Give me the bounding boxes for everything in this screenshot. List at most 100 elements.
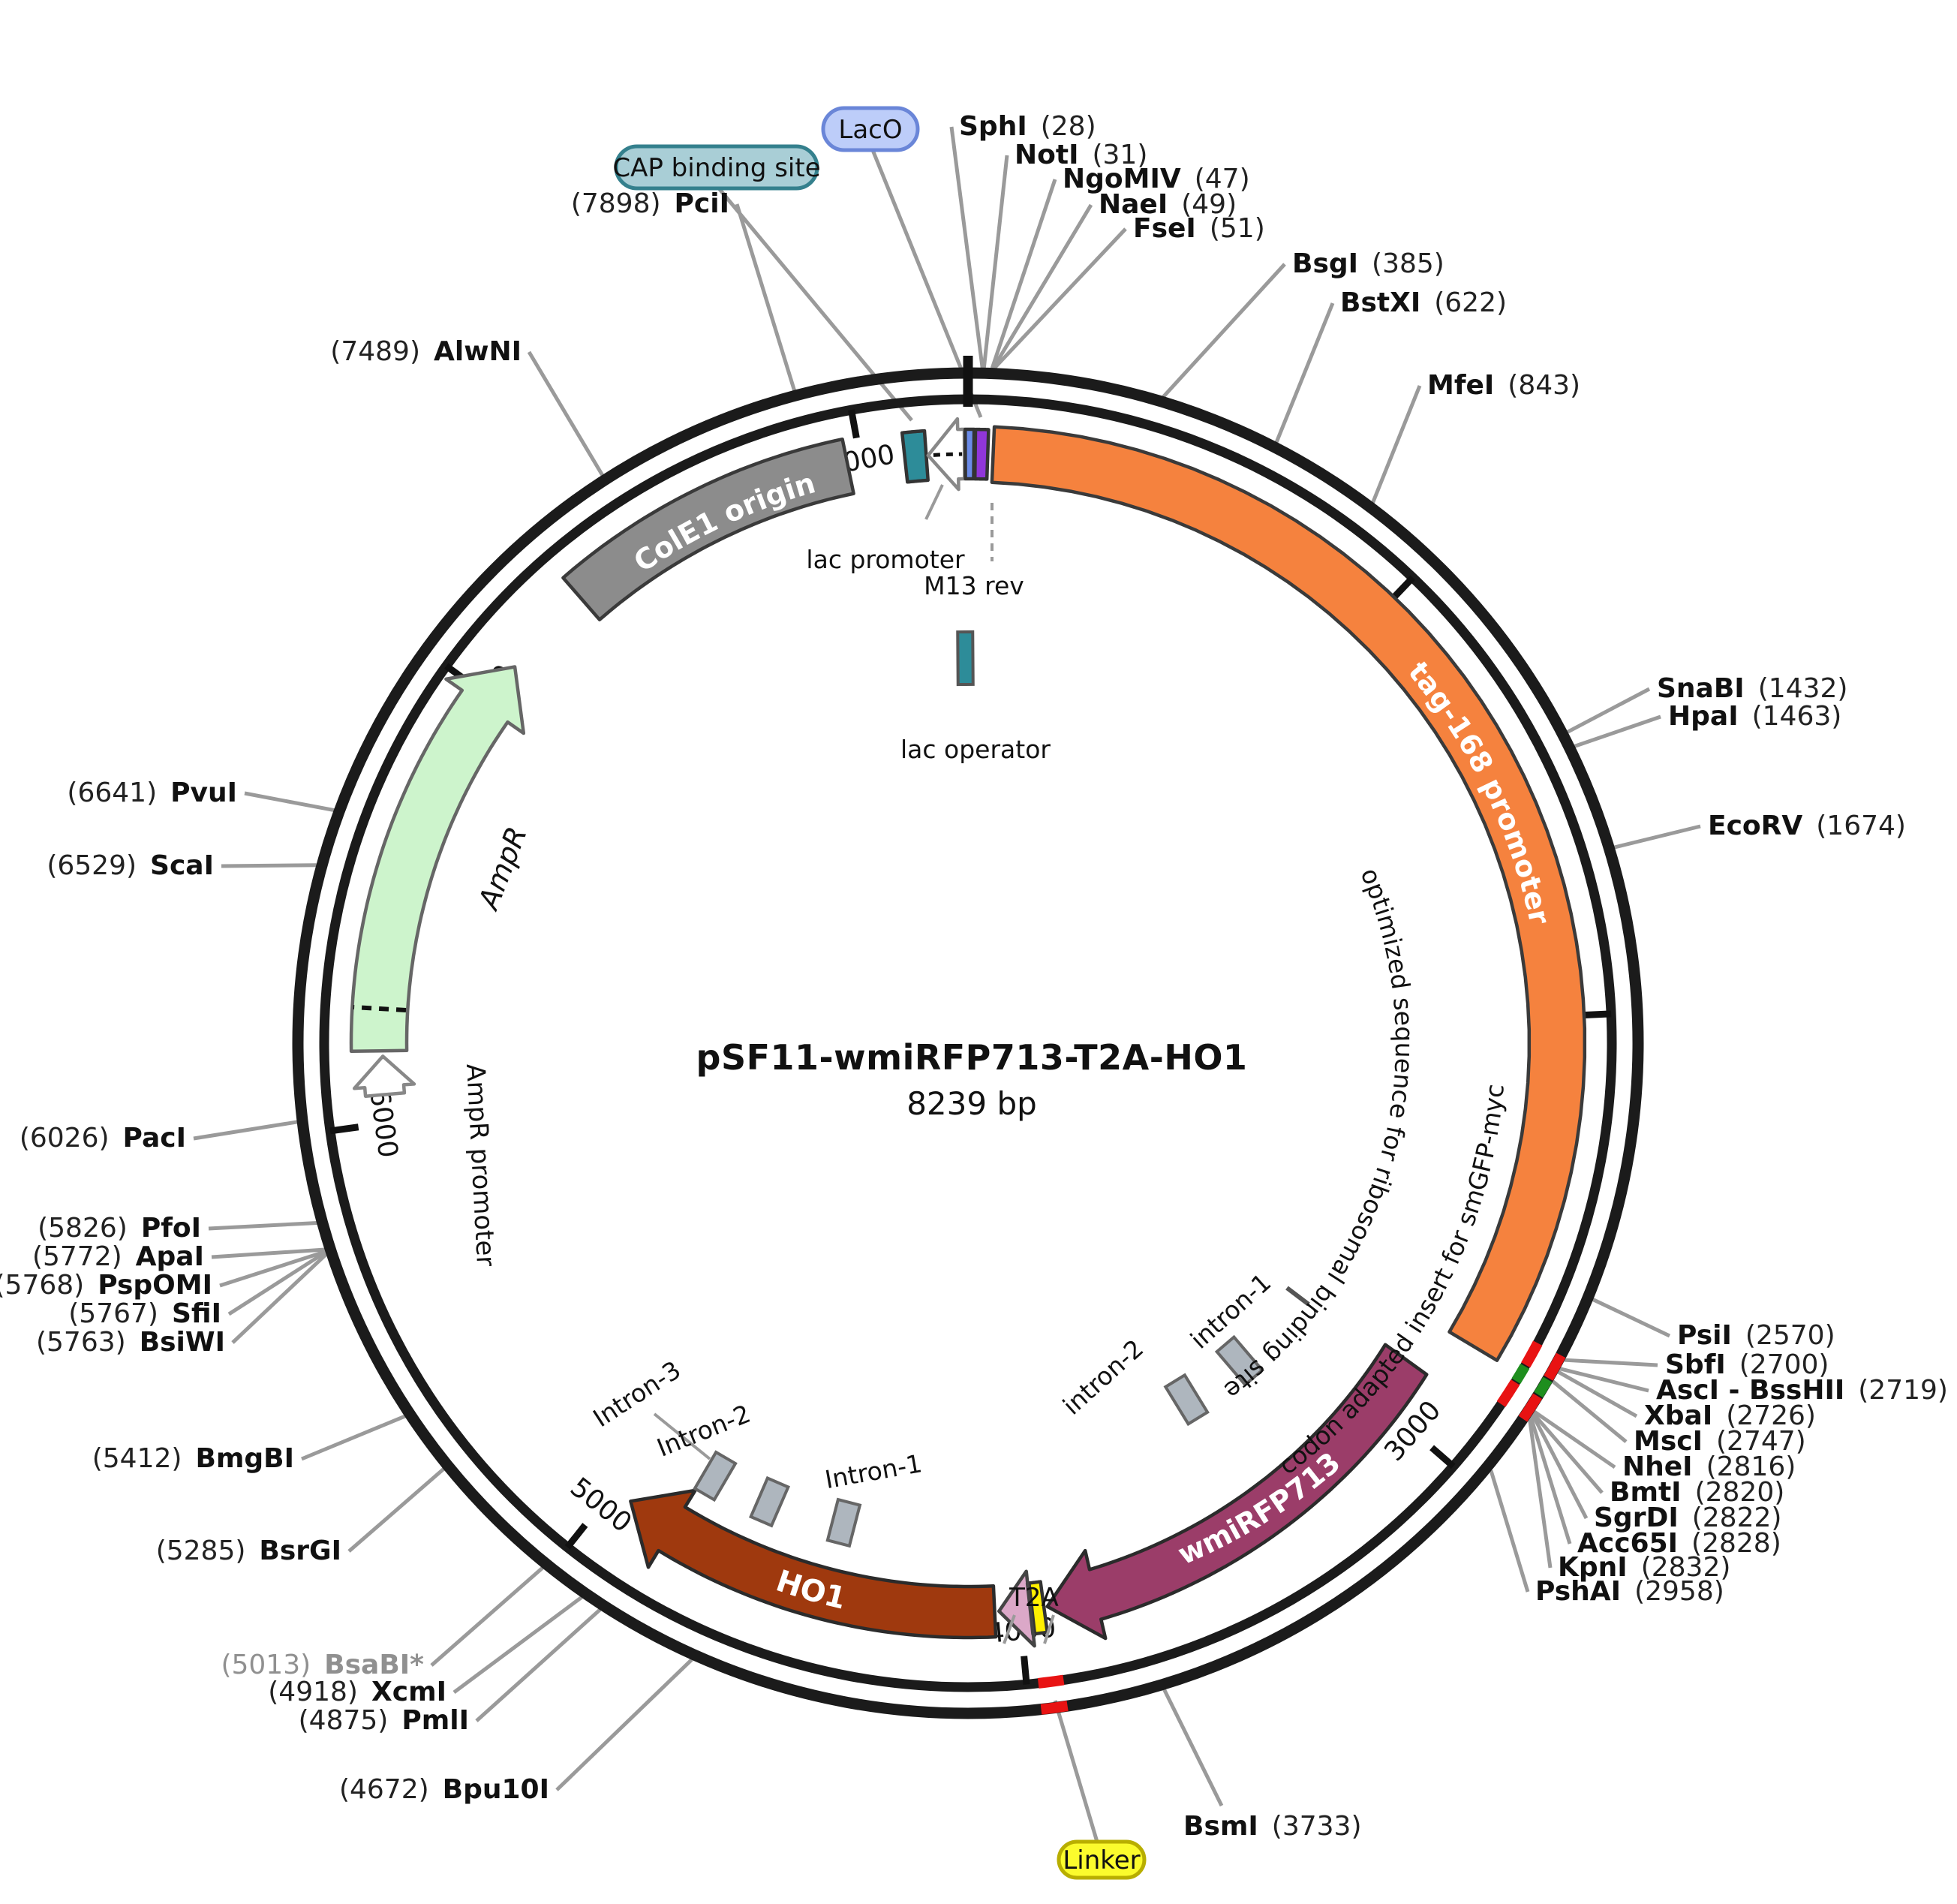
- site-label-SphI: SphI (28): [959, 111, 1096, 142]
- site-label-MscI: MscI (2747): [1634, 1426, 1806, 1457]
- ampr-dashed-split: [353, 1005, 407, 1012]
- site-label-PvuI: (6641) PvuI: [67, 778, 237, 808]
- feature-ampr-promoter-arrow: [352, 1054, 416, 1098]
- leader-line-ApaI: [211, 1247, 326, 1259]
- leader-line-SgrDI: [1530, 1413, 1589, 1520]
- tick-2000: [1582, 1010, 1612, 1019]
- leader-line-BsmI: [1162, 1689, 1224, 1807]
- site-label-PacI: (6026) PacI: [20, 1123, 186, 1154]
- site-label-AscIBssHII: AscI - BssHII (2719): [1656, 1375, 1948, 1406]
- leader-line-PacI: [193, 1120, 298, 1141]
- site-label-AlwNI: (7489) AlwNI: [330, 336, 522, 367]
- leader-line-HpaI: [1574, 714, 1661, 748]
- leader-line-ScaI: [221, 863, 317, 868]
- leader-line-AscI - BssHII: [1559, 1367, 1649, 1393]
- laco-callout-label: LacO: [838, 115, 902, 145]
- intron-3-leader: [653, 1412, 711, 1460]
- site-label-KpnI: KpnI (2832): [1558, 1552, 1730, 1583]
- label-lac-operator-label: lac operator: [900, 735, 1051, 764]
- linker-callout-leader: [1053, 1700, 1099, 1842]
- site-label-PshAI: PshAI (2958): [1535, 1576, 1724, 1607]
- feature-cole1-origin: [561, 437, 855, 621]
- tick-label-5000: 5000: [564, 1472, 637, 1539]
- site-label-BstXI: BstXI (622): [1340, 287, 1507, 318]
- feature-wmirfp713: [1045, 1343, 1429, 1641]
- label-ho1-intron-1-label: Intron-1: [822, 1448, 924, 1494]
- leader-line-BsgI: [1162, 263, 1286, 399]
- leader-line-BsaBI*: [430, 1566, 544, 1667]
- site-label-BsaBI: (5013) BsaBI*: [221, 1650, 424, 1680]
- site-label-NaeI: NaeI (49): [1099, 189, 1237, 220]
- ring-mark-0-0: [1544, 1352, 1566, 1381]
- site-label-NgoMIV: NgoMIV (47): [1063, 164, 1250, 194]
- site-label-BsmI: BsmI (3733): [1183, 1811, 1362, 1842]
- tick-1000: [1390, 575, 1415, 601]
- leader-line-PspOMI: [219, 1250, 326, 1288]
- t2a-leader-left: [1003, 1614, 1016, 1644]
- leader-line-SfiI: [227, 1250, 327, 1316]
- site-label-SnaBI: SnaBI (1432): [1657, 673, 1847, 704]
- leader-line-PmlI: [475, 1608, 602, 1722]
- leader-line-SphI: [949, 126, 985, 368]
- feature-ho1: [629, 1488, 998, 1640]
- site-label-EcoRV: EcoRV (1674): [1708, 811, 1906, 841]
- site-label-BmtI: BmtI (2820): [1610, 1477, 1784, 1508]
- ring-mark-3-0: [1040, 1701, 1069, 1715]
- site-label-PfoI: (5826) PfoI: [38, 1213, 201, 1244]
- tick-6000: [329, 1123, 359, 1135]
- leader-line-SnaBI: [1566, 687, 1651, 734]
- leader-line-EcoRV: [1613, 824, 1701, 850]
- rbs-tick: [1285, 1286, 1310, 1307]
- site-label-BmgBI: (5412) BmgBI: [92, 1443, 294, 1474]
- plasmid-title-block: pSF11-wmiRFP713-T2A-HO1 8239 bp: [696, 1037, 1248, 1122]
- linker-callout: [1057, 1839, 1147, 1880]
- leader-line-PciI: [735, 203, 796, 391]
- leader-line-KpnI: [1527, 1418, 1553, 1569]
- tick-8000: [848, 409, 860, 439]
- plasmid-size: 8239 bp: [906, 1085, 1037, 1122]
- site-label-Bpu10I: (4672) Bpu10I: [339, 1774, 549, 1805]
- feature-m13-rev-box: [963, 427, 976, 481]
- site-label-ApaI: (5772) ApaI: [32, 1241, 204, 1272]
- leader-line-BstXI: [1274, 302, 1335, 444]
- site-label-NheI: NheI (2816): [1622, 1451, 1796, 1482]
- ring-mark-2-0: [1518, 1393, 1543, 1422]
- leader-line-PshAI: [1489, 1469, 1530, 1593]
- leader-line-BsrGI: [347, 1467, 445, 1553]
- wmirfp-intron-2-box: [1163, 1373, 1210, 1427]
- tick-3000: [1429, 1445, 1456, 1469]
- leader-line-AlwNI: [527, 350, 604, 477]
- leader-line-XbaI: [1557, 1370, 1638, 1418]
- leader-line-Bpu10I: [555, 1658, 693, 1791]
- site-label-PsiI: PsiI (2570): [1677, 1320, 1835, 1351]
- site-label-MfeI: MfeI (843): [1427, 370, 1580, 401]
- ho1-intron-3-box: [693, 1450, 738, 1502]
- cap-binding-site-callout-label: CAP binding site: [612, 153, 820, 183]
- plasmid-name: pSF11-wmiRFP713-T2A-HO1: [696, 1037, 1248, 1078]
- site-label-NotI: NotI (31): [1015, 140, 1147, 170]
- ring-mark-0-1: [1521, 1340, 1543, 1368]
- leader-line-BmgBI: [301, 1414, 406, 1461]
- curved-label-rbs-note: optimized sequence for ribosomal binding…: [1219, 864, 1419, 1406]
- feature-laco-box: [972, 427, 991, 481]
- ho1-intron-1-box: [825, 1497, 862, 1548]
- feature-tag-168-promoter: [990, 425, 1587, 1362]
- site-label-FseI: FseI (51): [1133, 213, 1265, 244]
- leader-line-NaeI: [991, 203, 1093, 369]
- site-label-PspOMI: (5768) PspOMI: [0, 1270, 212, 1301]
- label-ampr-label: AmpR: [471, 822, 534, 916]
- site-label-BsgI: BsgI (385): [1292, 248, 1444, 279]
- site-label-ScaI: (6529) ScaI: [47, 850, 214, 881]
- site-label-HpaI: HpaI (1463): [1668, 701, 1841, 732]
- site-label-SfiI: (5767) SfiI: [68, 1298, 221, 1329]
- leader-line-Acc65I: [1529, 1415, 1572, 1545]
- ring-mark-1-0: [1534, 1376, 1553, 1398]
- leader-line-BsiWI: [231, 1253, 328, 1344]
- label-t2a-label: T2A: [1009, 1583, 1059, 1613]
- leader-line-SbfI: [1564, 1358, 1658, 1367]
- site-label-XbaI: XbaI (2726): [1644, 1400, 1816, 1431]
- linker-callout-label: Linker: [1063, 1845, 1140, 1875]
- leader-line-MscI: [1551, 1379, 1628, 1443]
